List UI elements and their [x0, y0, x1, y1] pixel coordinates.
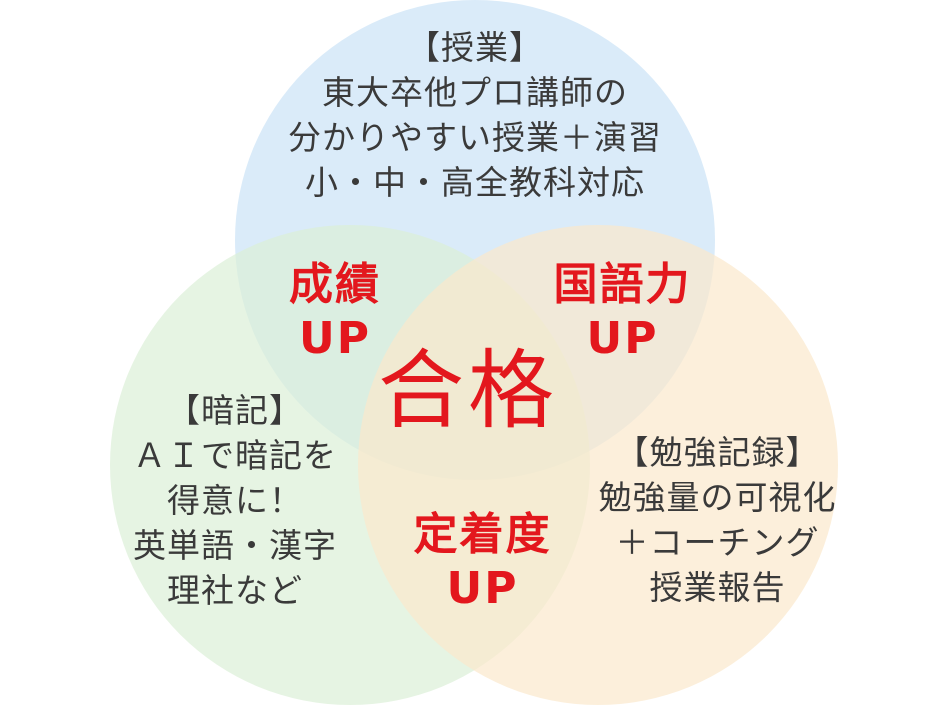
memorization-line-3: 英単語・漢字: [133, 526, 337, 565]
memorization-line-1: ＡＩで暗記を: [133, 436, 337, 475]
study-record-line-3: 授業報告: [649, 568, 786, 607]
lessons-line-3: 小・中・高全教科対応: [305, 163, 645, 202]
lessons-line-1: 東大卒他プロ講師の: [322, 73, 628, 112]
overlap-grades: 成績 UP: [265, 258, 405, 366]
memorization-block: 【暗記】 ＡＩで暗記を 得意に！ 英単語・漢字 理社など: [110, 388, 360, 613]
overlap-grades-up: UP: [299, 313, 371, 364]
memorization-line-2: 得意に！: [167, 481, 303, 520]
overlap-retention: 定着度 UP: [395, 508, 570, 616]
overlap-japanese-up: UP: [586, 313, 659, 364]
memorization-line-4: 理社など: [167, 571, 303, 610]
lessons-block: 【授業】 東大卒他プロ講師の 分かりやすい授業＋演習 小・中・高全教科対応: [255, 25, 695, 205]
overlap-retention-up: UP: [446, 563, 519, 614]
overlap-retention-label: 定着度: [413, 509, 552, 560]
study-record-line-2: ＋コーチング: [615, 523, 820, 562]
memorization-title: 【暗記】: [167, 391, 303, 430]
circle-study-record: [358, 225, 838, 705]
lessons-line-2: 分かりやすい授業＋演習: [288, 118, 662, 157]
study-record-title: 【勉強記録】: [615, 433, 820, 472]
study-record-block: 【勉強記録】 勉強量の可視化 ＋コーチング 授業報告: [585, 430, 850, 610]
lessons-title: 【授業】: [407, 28, 543, 67]
overlap-japanese: 国語力 UP: [535, 258, 710, 366]
center-pass: 合格: [378, 341, 558, 441]
overlap-japanese-label: 国語力: [553, 259, 692, 310]
overlap-grades-label: 成績: [289, 259, 381, 310]
study-record-line-1: 勉強量の可視化: [598, 478, 837, 517]
